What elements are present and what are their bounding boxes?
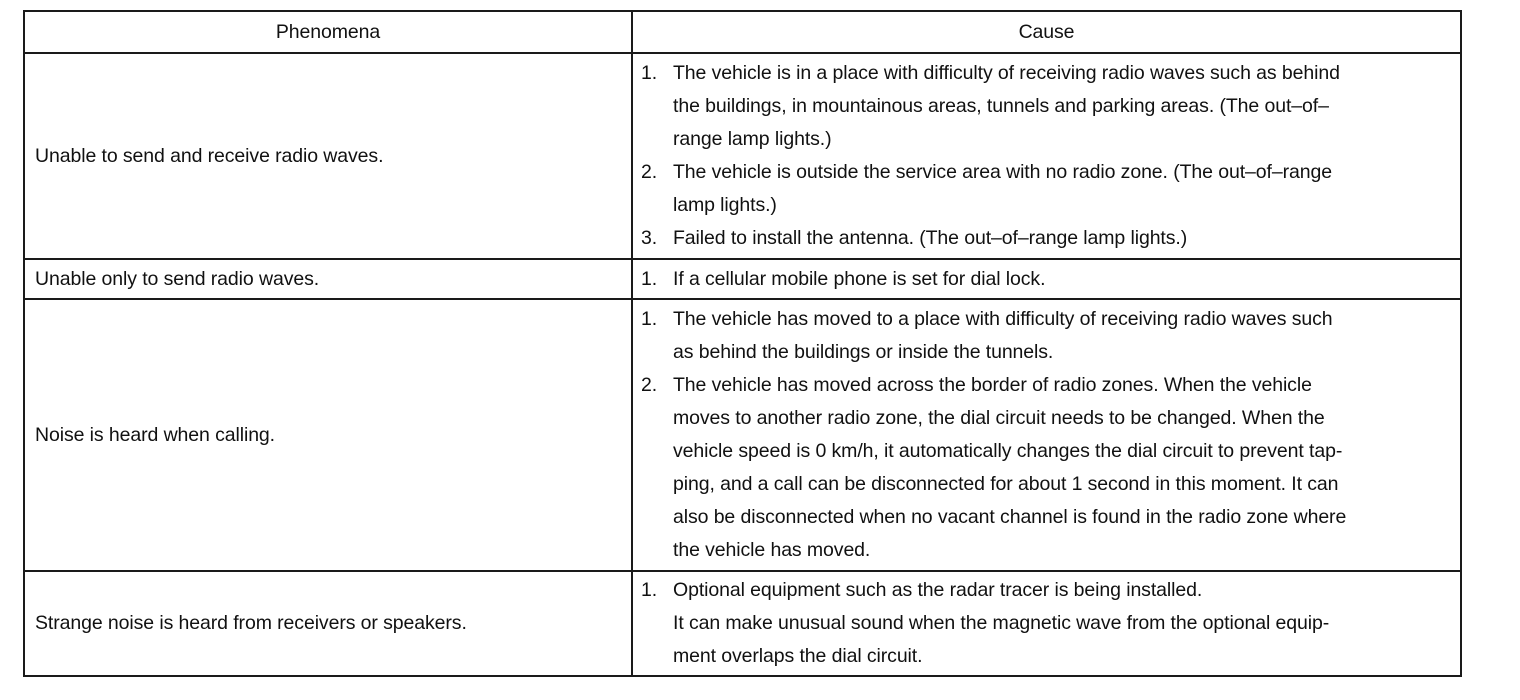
phenomenon-cell: Strange noise is heard from receivers or… [23,570,633,677]
table-row: Unable only to send radio waves. 1. If a… [23,258,1462,300]
cause-item: 2. The vehicle is outside the service ar… [641,156,1450,222]
cause-item: 2. The vehicle has moved across the bord… [641,369,1450,567]
header-row: Phenomena Cause [23,10,1462,54]
cause-text: Failed to install the antenna. (The out–… [673,227,1188,249]
cause-list: 1. If a cellular mobile phone is set for… [641,263,1450,296]
cause-item: 3. Failed to install the antenna. (The o… [641,222,1450,255]
cause-list: 1. The vehicle has moved to a place with… [641,303,1450,567]
cause-text: The vehicle is in a place with difficult… [673,62,1340,150]
phenomenon-cell: Unable to send and receive radio waves. [23,52,633,260]
cause-text: Optional equipment such as the radar tra… [673,579,1330,667]
cause-number: 1. [641,308,658,330]
cause-item: 1. If a cellular mobile phone is set for… [641,263,1450,296]
cause-number: 2. [641,374,658,396]
cause-list: 1. The vehicle is in a place with diffic… [641,57,1450,255]
table-row: Noise is heard when calling. 1. The vehi… [23,298,1462,572]
cause-number: 1. [641,267,658,290]
cause-item: 1. Optional equipment such as the radar … [641,574,1450,673]
cause-text: The vehicle has moved across the border … [673,374,1347,561]
phenomenon-cell: Noise is heard when calling. [23,298,633,572]
cause-number: 3. [641,227,658,249]
table-body: Unable to send and receive radio waves. … [23,52,1462,677]
header-cause: Cause [631,10,1462,54]
cause-number: 1. [641,579,658,601]
cause-item: 1. The vehicle is in a place with diffic… [641,57,1450,156]
table-row: Strange noise is heard from receivers or… [23,570,1462,677]
cause-number: 2. [641,161,658,183]
table-row: Unable to send and receive radio waves. … [23,52,1462,260]
table-header: Phenomena Cause [23,10,1462,54]
header-phenomena: Phenomena [23,10,633,54]
phenomenon-cell: Unable only to send radio waves. [23,258,633,300]
cause-list: 1. Optional equipment such as the radar … [641,574,1450,673]
cause-cell: 1. If a cellular mobile phone is set for… [631,258,1462,300]
cause-cell: 1. The vehicle has moved to a place with… [631,298,1462,572]
cause-item: 1. The vehicle has moved to a place with… [641,303,1450,369]
cause-cell: 1. Optional equipment such as the radar … [631,570,1462,677]
cause-text: If a cellular mobile phone is set for di… [673,267,1046,290]
cause-number: 1. [641,62,658,84]
cause-text: The vehicle has moved to a place with di… [673,308,1333,363]
cause-text: The vehicle is outside the service area … [673,161,1332,216]
troubleshooting-table: Phenomena Cause Unable to send and recei… [23,10,1462,677]
cause-cell: 1. The vehicle is in a place with diffic… [631,52,1462,260]
